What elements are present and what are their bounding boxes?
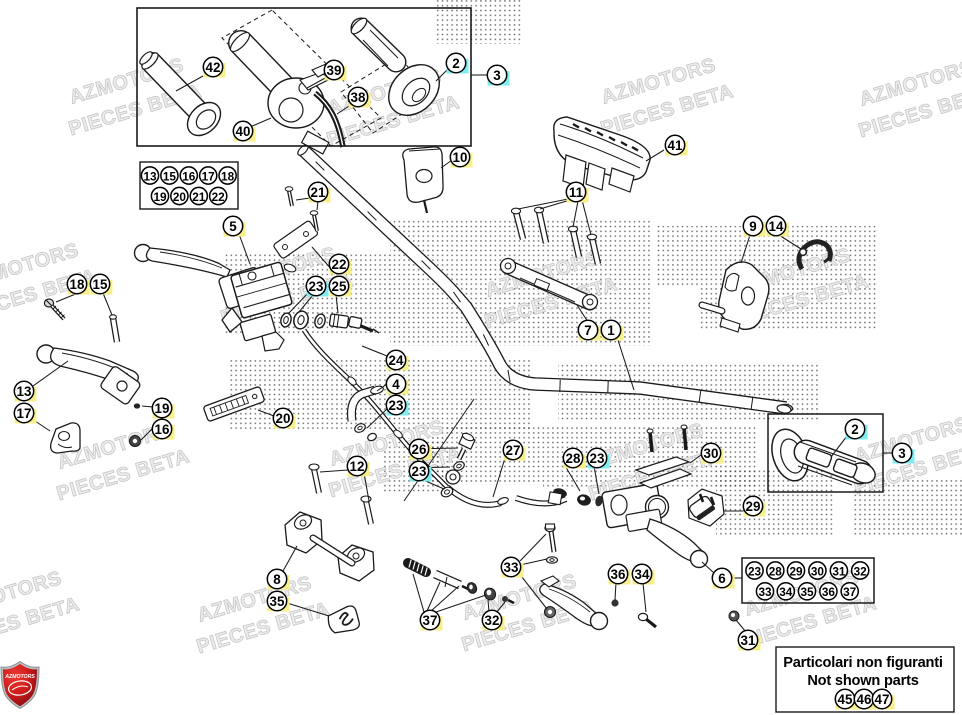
svg-text:30: 30 bbox=[811, 564, 825, 578]
svg-text:6: 6 bbox=[718, 571, 725, 586]
svg-text:3: 3 bbox=[493, 68, 500, 83]
svg-text:16: 16 bbox=[182, 169, 196, 183]
svg-text:20: 20 bbox=[173, 190, 187, 204]
svg-text:9: 9 bbox=[749, 219, 756, 234]
svg-text:24: 24 bbox=[389, 353, 404, 368]
svg-text:12: 12 bbox=[350, 459, 365, 474]
svg-text:38: 38 bbox=[351, 90, 366, 105]
svg-text:8: 8 bbox=[273, 572, 281, 587]
svg-text:29: 29 bbox=[789, 564, 803, 578]
svg-text:23: 23 bbox=[590, 451, 605, 466]
svg-text:42: 42 bbox=[206, 60, 221, 75]
svg-text:AZMOTORS: AZMOTORS bbox=[4, 674, 35, 680]
svg-text:37: 37 bbox=[423, 613, 438, 628]
svg-text:15: 15 bbox=[93, 277, 108, 292]
svg-text:31: 31 bbox=[741, 633, 756, 648]
svg-text:21: 21 bbox=[192, 190, 206, 204]
svg-text:25: 25 bbox=[332, 279, 347, 294]
svg-text:47: 47 bbox=[875, 692, 890, 707]
svg-text:13: 13 bbox=[143, 169, 157, 183]
svg-text:28: 28 bbox=[769, 564, 783, 578]
svg-text:7: 7 bbox=[584, 323, 591, 338]
svg-text:11: 11 bbox=[569, 185, 584, 200]
svg-text:33: 33 bbox=[504, 560, 519, 575]
svg-text:36: 36 bbox=[822, 585, 836, 599]
svg-text:5: 5 bbox=[229, 219, 237, 234]
svg-text:32: 32 bbox=[485, 613, 500, 628]
svg-text:4: 4 bbox=[392, 377, 400, 392]
svg-text:35: 35 bbox=[270, 594, 285, 609]
svg-text:23: 23 bbox=[309, 279, 324, 294]
svg-text:37: 37 bbox=[843, 585, 857, 599]
svg-text:2: 2 bbox=[452, 56, 459, 71]
svg-text:30: 30 bbox=[704, 446, 719, 461]
svg-text:23: 23 bbox=[748, 564, 762, 578]
svg-text:22: 22 bbox=[212, 190, 226, 204]
svg-text:2: 2 bbox=[851, 422, 858, 437]
svg-text:20: 20 bbox=[276, 411, 291, 426]
svg-text:18: 18 bbox=[70, 277, 85, 292]
svg-text:19: 19 bbox=[155, 401, 170, 416]
svg-text:18: 18 bbox=[221, 169, 235, 183]
svg-text:10: 10 bbox=[453, 150, 468, 165]
svg-text:3: 3 bbox=[898, 446, 905, 461]
svg-text:33: 33 bbox=[758, 585, 772, 599]
svg-text:Not shown parts: Not shown parts bbox=[807, 673, 918, 689]
svg-text:22: 22 bbox=[332, 257, 347, 272]
svg-text:21: 21 bbox=[311, 185, 326, 200]
svg-text:19: 19 bbox=[153, 190, 167, 204]
svg-text:14: 14 bbox=[769, 219, 784, 234]
svg-text:45: 45 bbox=[838, 692, 853, 707]
svg-text:17: 17 bbox=[17, 406, 32, 421]
svg-text:34: 34 bbox=[635, 567, 650, 582]
svg-text:29: 29 bbox=[746, 499, 761, 514]
svg-text:39: 39 bbox=[327, 63, 342, 78]
svg-text:1: 1 bbox=[607, 323, 615, 338]
svg-text:17: 17 bbox=[202, 169, 216, 183]
svg-text:Particolari non figuranti: Particolari non figuranti bbox=[783, 655, 943, 671]
svg-text:46: 46 bbox=[857, 692, 872, 707]
svg-text:40: 40 bbox=[236, 124, 251, 139]
svg-text:15: 15 bbox=[163, 169, 177, 183]
svg-text:32: 32 bbox=[854, 564, 868, 578]
svg-text:36: 36 bbox=[611, 567, 626, 582]
svg-text:41: 41 bbox=[668, 138, 683, 153]
svg-text:23: 23 bbox=[389, 398, 404, 413]
svg-text:27: 27 bbox=[506, 443, 521, 458]
svg-text:31: 31 bbox=[832, 564, 846, 578]
svg-text:13: 13 bbox=[17, 384, 32, 399]
svg-text:34: 34 bbox=[779, 585, 793, 599]
svg-text:16: 16 bbox=[155, 422, 170, 437]
svg-text:23: 23 bbox=[412, 464, 427, 479]
svg-text:26: 26 bbox=[412, 442, 427, 457]
svg-text:35: 35 bbox=[800, 585, 814, 599]
svg-text:28: 28 bbox=[566, 451, 581, 466]
